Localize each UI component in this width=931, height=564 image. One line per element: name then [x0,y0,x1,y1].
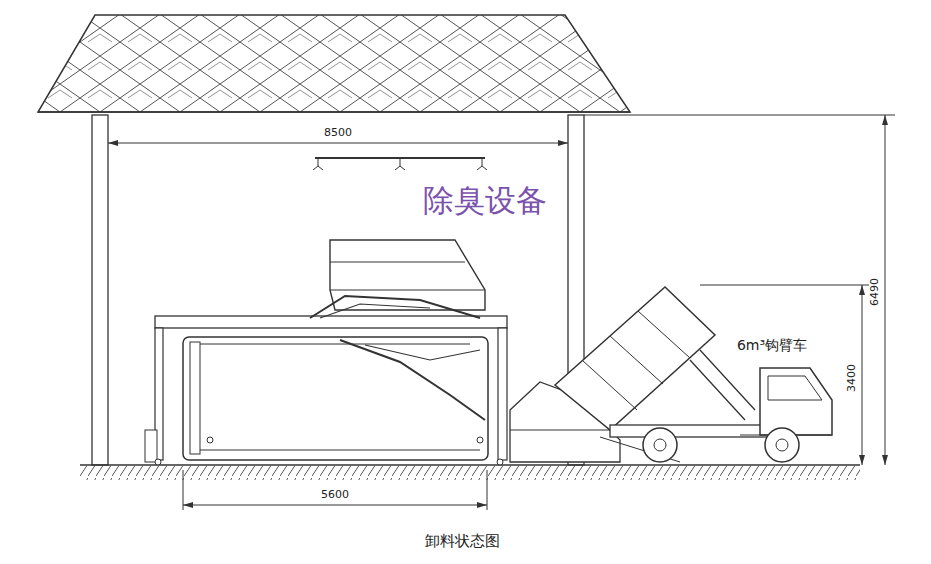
caption: 卸料状态图 [423,533,502,550]
dimension-label: 6490 [869,276,881,308]
dimension-label: 8500 [322,127,354,139]
vehicle-label: 6m³钩臂车 [735,338,809,353]
dimension-label: 3400 [846,362,858,394]
dimension-label: 5600 [319,489,351,501]
equipment-label: 除臭设备 [421,183,549,217]
